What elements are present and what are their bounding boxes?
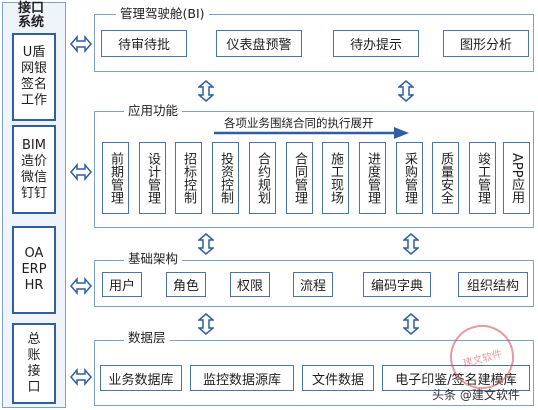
app-item-contract-plan[interactable]: 合约规划 bbox=[249, 142, 276, 214]
base-architecture-title: 基础架构 bbox=[124, 252, 183, 266]
monitoring-datasource-button[interactable]: 监控数据源库 bbox=[190, 365, 294, 391]
graphic-analysis-button[interactable]: 图形分析 bbox=[443, 30, 529, 57]
app-item-quality-safety[interactable]: 质量安全 bbox=[432, 142, 459, 214]
ukey-ebank-sign-label: U盾 网银 签名 工作 bbox=[20, 45, 47, 108]
pending-approval-button[interactable]: 待审待批 bbox=[101, 30, 187, 57]
app-item-investment[interactable]: 投资控制 bbox=[212, 142, 239, 214]
app-item-label: 质量安全 bbox=[438, 152, 453, 204]
double-arrow-icon bbox=[70, 163, 92, 181]
app-item-label: 设计管理 bbox=[145, 152, 160, 204]
source-credit: 头条 @建文软件 bbox=[432, 388, 520, 402]
interface-system-title: 接口 系统 bbox=[18, 1, 45, 30]
cockpit-title: 管理驾驶舱(BI) bbox=[116, 7, 209, 21]
application-section bbox=[94, 111, 534, 228]
app-item-label: 竣工管理 bbox=[475, 152, 490, 204]
app-item-label: 投资控制 bbox=[218, 152, 233, 204]
todo-reminder-button[interactable]: 待办提示 bbox=[333, 30, 419, 57]
data-layer-title: 数据层 bbox=[124, 331, 170, 345]
up-down-arrow-icon bbox=[198, 80, 214, 102]
app-item-progress[interactable]: 进度管理 bbox=[359, 142, 386, 214]
app-item-label: 施工现场 bbox=[328, 152, 343, 204]
e-seal-signature-button[interactable]: 电子印鉴/签名建模库 bbox=[382, 365, 530, 391]
up-down-arrow-icon bbox=[198, 313, 214, 335]
app-item-procurement[interactable]: 采购管理 bbox=[396, 142, 423, 214]
stamp-text: 建文软件 bbox=[461, 348, 504, 370]
dashboard-warning-button[interactable]: 仪表盘预警 bbox=[216, 30, 302, 57]
user-button[interactable]: 用户 bbox=[102, 272, 142, 297]
bim-cost-wechat-dingtalk-label: BIM 造价 微信 钉钉 bbox=[20, 137, 47, 201]
bim-cost-wechat-dingtalk-box[interactable]: BIM 造价 微信 钉钉 bbox=[12, 125, 56, 214]
up-down-arrow-icon bbox=[398, 80, 414, 102]
general-ledger-interface-label: 总 账 接 口 bbox=[27, 331, 41, 395]
oa-erp-hr-box[interactable]: OA ERP HR bbox=[12, 226, 56, 314]
app-item-design[interactable]: 设计管理 bbox=[139, 142, 166, 214]
up-down-arrow-icon bbox=[403, 313, 419, 335]
application-title: 应用功能 bbox=[124, 104, 183, 118]
org-structure-button[interactable]: 组织结构 bbox=[458, 272, 528, 297]
role-button[interactable]: 角色 bbox=[166, 272, 206, 297]
double-arrow-icon bbox=[70, 35, 92, 53]
banner-text: 各项业务围绕合同的执行展开 bbox=[224, 116, 374, 130]
app-item-contract-mgmt[interactable]: 合同管理 bbox=[286, 142, 313, 214]
banner-arrow-icon bbox=[214, 124, 410, 143]
ukey-ebank-sign-box[interactable]: U盾 网银 签名 工作 bbox=[12, 33, 56, 121]
app-item-label: 招标控制 bbox=[181, 152, 196, 204]
code-dictionary-button[interactable]: 编码字典 bbox=[363, 272, 431, 297]
app-item-construction-site[interactable]: 施工现场 bbox=[322, 142, 349, 214]
app-item-label: 进度管理 bbox=[365, 152, 380, 204]
app-item-label: 采购管理 bbox=[402, 152, 417, 204]
double-arrow-icon bbox=[70, 368, 92, 386]
double-arrow-icon bbox=[70, 277, 92, 295]
permission-button[interactable]: 权限 bbox=[230, 272, 270, 297]
general-ledger-interface-box[interactable]: 总 账 接 口 bbox=[12, 323, 56, 404]
file-data-button[interactable]: 文件数据 bbox=[302, 365, 374, 391]
app-item-app[interactable]: APP应用 bbox=[503, 142, 530, 214]
workflow-button[interactable]: 流程 bbox=[293, 272, 333, 297]
up-down-arrow-icon bbox=[198, 233, 214, 255]
app-item-completion[interactable]: 竣工管理 bbox=[469, 142, 496, 214]
app-item-label: 合同管理 bbox=[292, 152, 307, 204]
up-down-arrow-icon bbox=[403, 233, 419, 255]
business-database-button[interactable]: 业务数据库 bbox=[100, 365, 182, 391]
app-item-label: 合约规划 bbox=[255, 152, 270, 204]
app-item-label: 前期管理 bbox=[108, 152, 123, 204]
app-item-preliminary[interactable]: 前期管理 bbox=[102, 142, 129, 214]
oa-erp-hr-label: OA ERP HR bbox=[21, 246, 47, 293]
app-item-label: APP应用 bbox=[509, 152, 524, 204]
app-item-bidding[interactable]: 招标控制 bbox=[175, 142, 202, 214]
